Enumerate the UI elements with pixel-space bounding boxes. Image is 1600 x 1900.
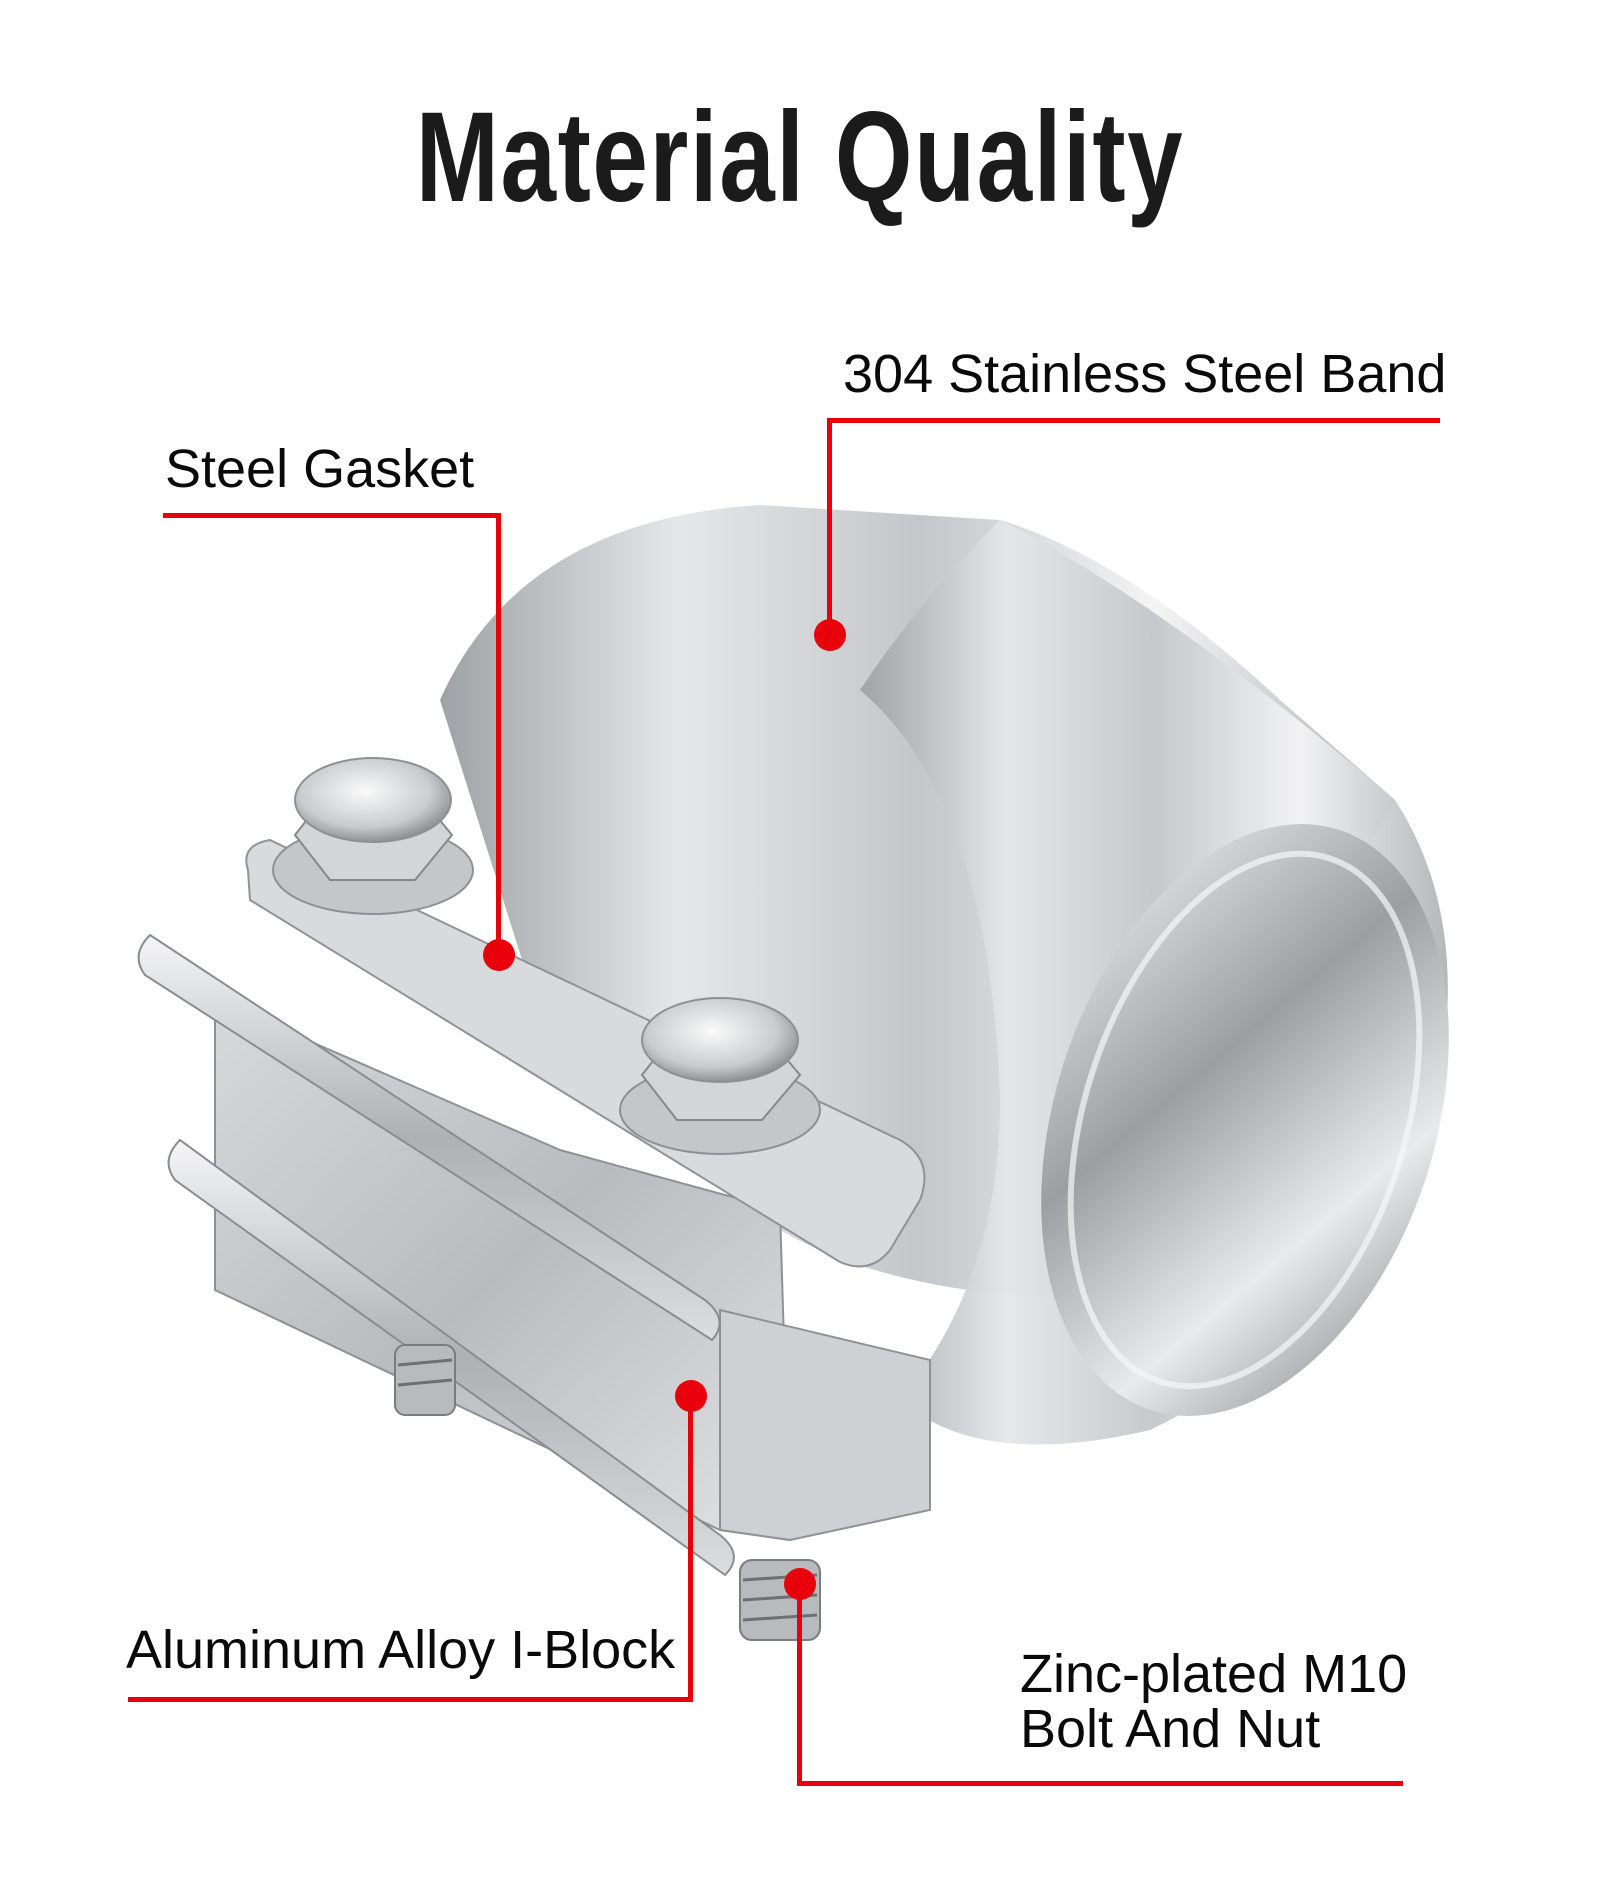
bolt-callout-label-line1: Zinc-plated M10 — [1020, 1644, 1408, 1704]
band-callout-label: 304 Stainless Steel Band — [843, 344, 1447, 404]
bolt-callout-line-h — [797, 1781, 1403, 1786]
band-callout-dot — [814, 619, 846, 651]
gasket-callout-label: Steel Gasket — [165, 439, 475, 499]
gasket-callout-line-v — [496, 513, 501, 955]
band-callout-line-h — [827, 418, 1440, 423]
bolt-callout-line-v — [797, 1584, 802, 1786]
iblock-callout-line-h — [128, 1697, 693, 1702]
gasket-callout-line-h — [163, 513, 501, 518]
gasket-callout-dot — [483, 939, 515, 971]
iblock-callout-label: Aluminum Alloy I-Block — [126, 1620, 676, 1680]
page-title: Material Quality — [415, 86, 1185, 229]
bolt-callout-label-line2: Bolt And Nut — [1020, 1699, 1321, 1759]
iblock-callout-line-v — [688, 1396, 693, 1702]
band-callout-line-v — [827, 418, 832, 633]
